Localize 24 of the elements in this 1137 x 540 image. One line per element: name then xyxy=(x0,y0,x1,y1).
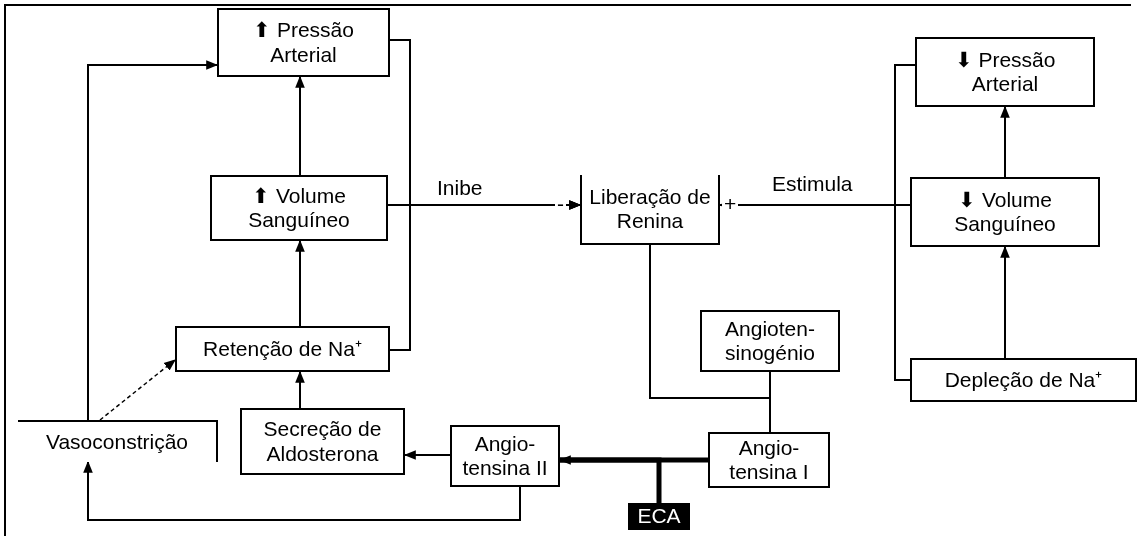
arrow xyxy=(295,75,305,176)
process-box: Retenção de Na⁺ xyxy=(175,326,390,372)
process-box: ⬇ Pressão Arterial xyxy=(915,37,1095,107)
process-box: Angio- tensina I xyxy=(708,432,830,488)
arrow xyxy=(295,239,305,327)
arrow xyxy=(1000,245,1010,359)
process-box: Liberação de Renina xyxy=(580,175,720,245)
process-box: Angioten- sinogénio xyxy=(700,310,840,372)
process-box: ECA xyxy=(628,503,690,530)
process-box: Secreção de Aldosterona xyxy=(240,408,405,475)
arrow xyxy=(1000,105,1010,178)
arrow xyxy=(295,370,305,409)
process-box: ⬆ Volume Sanguíneo xyxy=(210,175,388,241)
arrow xyxy=(99,359,176,421)
process-box: ⬇ Volume Sanguíneo xyxy=(910,177,1100,247)
process-box: Angio- tensina II xyxy=(450,425,560,487)
arrow xyxy=(87,60,219,421)
arrow xyxy=(83,460,521,521)
process-box: ⬆ Pressão Arterial xyxy=(217,8,390,77)
arrow xyxy=(389,200,582,351)
connector-line xyxy=(769,371,771,433)
connector-line xyxy=(560,457,662,503)
process-box: Vasoconstrição xyxy=(18,420,218,462)
process-box: Depleção de Na⁺ xyxy=(910,358,1137,402)
